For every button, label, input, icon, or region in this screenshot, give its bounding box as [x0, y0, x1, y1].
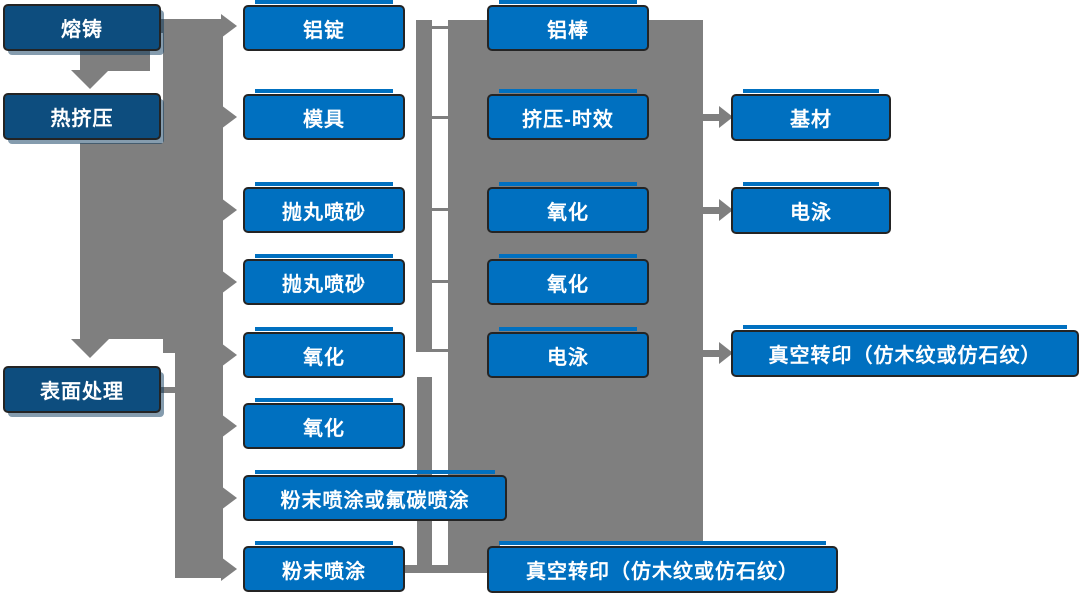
arrow-right-icon	[221, 270, 237, 294]
node-electrophoresis-1: 电泳	[487, 327, 649, 378]
connector-to-base-material	[703, 114, 720, 121]
connector-surface-treatment-stub	[161, 387, 177, 393]
connector-link	[432, 208, 449, 211]
node-vacuum-transfer-print-1: 真空转印（仿木纹或仿石纹）	[487, 541, 838, 593]
connector-left-band	[80, 143, 163, 339]
node-extrusion-aging: 挤压-时效	[487, 89, 649, 140]
connector-fan-band	[175, 352, 223, 578]
node-powder-coating: 粉末喷涂	[243, 541, 405, 592]
arrow-down-icon	[71, 70, 109, 89]
connector-link	[432, 349, 449, 352]
connector-collector-bar-upper	[416, 20, 432, 352]
connector-to-electrophoresis	[703, 207, 720, 214]
node-aluminum-ingot: 铝锭	[243, 0, 405, 51]
arrow-right-icon	[719, 106, 733, 128]
node-aluminum-rod: 铝棒	[487, 0, 649, 51]
node-oxidation-2: 氧化	[243, 398, 405, 449]
connector-main-band	[163, 33, 223, 353]
arrow-right-icon	[221, 343, 237, 367]
node-melt-casting: 熔铸	[3, 4, 161, 51]
node-electrophoresis-2: 电泳	[731, 182, 891, 234]
arrow-right-icon	[221, 414, 237, 438]
arrow-right-icon	[221, 105, 237, 129]
connector-casting-to-ingot	[161, 19, 223, 33]
node-oxidation-3: 氧化	[487, 182, 649, 233]
arrow-down-icon	[71, 339, 109, 358]
arrow-right-icon	[719, 199, 733, 221]
node-vacuum-transfer-print-2: 真空转印（仿木纹或仿石纹）	[731, 325, 1079, 377]
connector-link	[432, 26, 449, 29]
node-oxidation-1: 氧化	[243, 327, 405, 378]
connector-bottom-link	[404, 565, 488, 573]
node-hot-extrusion: 热挤压	[3, 93, 161, 140]
arrow-right-icon	[221, 14, 237, 38]
node-mold: 模具	[243, 89, 405, 140]
node-shot-blasting-2: 抛丸喷砂	[243, 254, 405, 305]
node-powder-or-fluorocarbon-coating: 粉末喷涂或氟碳喷涂	[243, 470, 507, 521]
node-oxidation-4: 氧化	[487, 254, 649, 305]
arrow-right-icon	[221, 557, 237, 581]
connector-to-vacuum-transfer	[703, 350, 720, 357]
arrow-right-icon	[719, 342, 733, 364]
arrow-right-icon	[221, 198, 237, 222]
node-surface-treatment: 表面处理	[3, 366, 161, 413]
connector-link	[432, 280, 449, 283]
node-base-material: 基材	[731, 89, 891, 141]
arrow-right-icon	[221, 486, 237, 510]
connector-link	[432, 116, 449, 119]
node-shot-blasting-1: 抛丸喷砂	[243, 182, 405, 233]
